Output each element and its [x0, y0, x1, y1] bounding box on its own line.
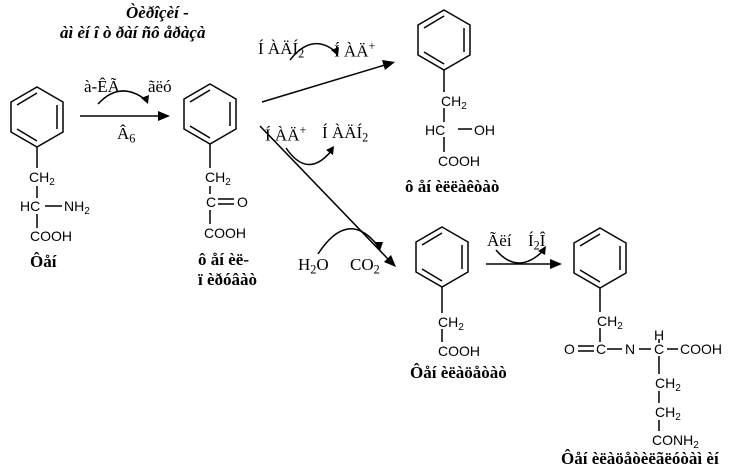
phenylpyruvate-structure: [183, 83, 237, 224]
phenylpyruvate-ch2-label: CH2: [205, 169, 231, 188]
title-line-2: àì èí î ò ðàí ñô åðàçà: [60, 23, 206, 42]
oxidation-left-cofactor: Í ÀÄ+: [265, 123, 307, 145]
conjugation-glycine: Ãëí: [487, 231, 512, 250]
phenylpyruvate-c-label: C: [206, 194, 217, 210]
reduction-left-cofactor: Í ÀÄÍ2: [258, 39, 305, 61]
reduction-right-cofactor: Í ÀÄ+: [334, 39, 376, 61]
phe-nh2-label: NH2: [64, 198, 90, 217]
pag-c2-label: C: [654, 341, 665, 357]
phenyllactate-structure: [417, 9, 472, 152]
phenylpyruvate-name-line-1: ô åí èë-: [198, 250, 249, 269]
transamination-above-right: ãëó: [148, 77, 172, 96]
phe-ch2-label: CH2: [29, 169, 55, 188]
pag-o-label: O: [564, 341, 575, 357]
pag-ch2-b-label: CH2: [655, 404, 681, 423]
pag-ch2-a-label: CH2: [655, 375, 681, 394]
arrow-reduction: [261, 43, 395, 103]
phenylacetate-ch2-label: CH2: [438, 314, 464, 333]
pag-name: Ôåí èëàöåòèëãëóòàì èí: [561, 449, 719, 468]
phenylacetate-structure: [415, 226, 469, 342]
pag-h-label: H: [654, 327, 665, 343]
phenylpyruvate-name-line-2: ï èðóâàò: [198, 270, 258, 289]
title-line-1: Òèðîçèí -: [126, 3, 189, 22]
arrow-conjugation: [486, 246, 562, 269]
decarboxylation-water: H2O: [298, 255, 329, 277]
phenyllactate-cooh-label: COOH: [438, 153, 480, 169]
pag-conh2-label: CONH2: [652, 432, 699, 451]
phe-name: Ôåí: [30, 252, 57, 271]
arrow-decarboxylation: [317, 228, 383, 255]
phenylacetylglutamine-structure: [573, 227, 678, 431]
conjugation-water: Í2Î: [528, 231, 546, 253]
transamination-above-left: à-ÊÃ: [84, 77, 120, 96]
phenylalanine-structure: [10, 86, 64, 228]
arrow-transamination: [80, 90, 170, 121]
transamination-below: Â6: [117, 124, 136, 146]
phenylpyruvate-cooh-label: COOH: [204, 225, 246, 241]
pag-ch2-top-label: CH2: [597, 313, 623, 332]
phenyllactate-oh-label: OH: [474, 122, 495, 138]
phe-cooh-label: COOH: [30, 228, 72, 244]
phenylacetate-cooh-label: COOH: [438, 343, 480, 359]
pag-cooh-label: COOH: [680, 341, 722, 357]
phenyllactate-name: ô åí èëëàêòàò: [405, 177, 500, 196]
phenyllactate-hc-label: HC: [425, 122, 446, 138]
phenylacetate-name: Ôåí èëàöåòàò: [410, 363, 507, 382]
pag-n-label: N: [625, 341, 636, 357]
phe-hc-label: HC: [20, 198, 41, 214]
phenyllactate-ch2-label: CH2: [441, 93, 467, 112]
arrow-oxidation: [259, 125, 396, 267]
phenylpyruvate-o-label: O: [237, 194, 248, 210]
decarboxylation-co2: CO2: [350, 255, 380, 277]
oxidation-right-cofactor: Í ÀÄÍ2: [322, 123, 369, 145]
pag-c-label: C: [596, 341, 607, 357]
